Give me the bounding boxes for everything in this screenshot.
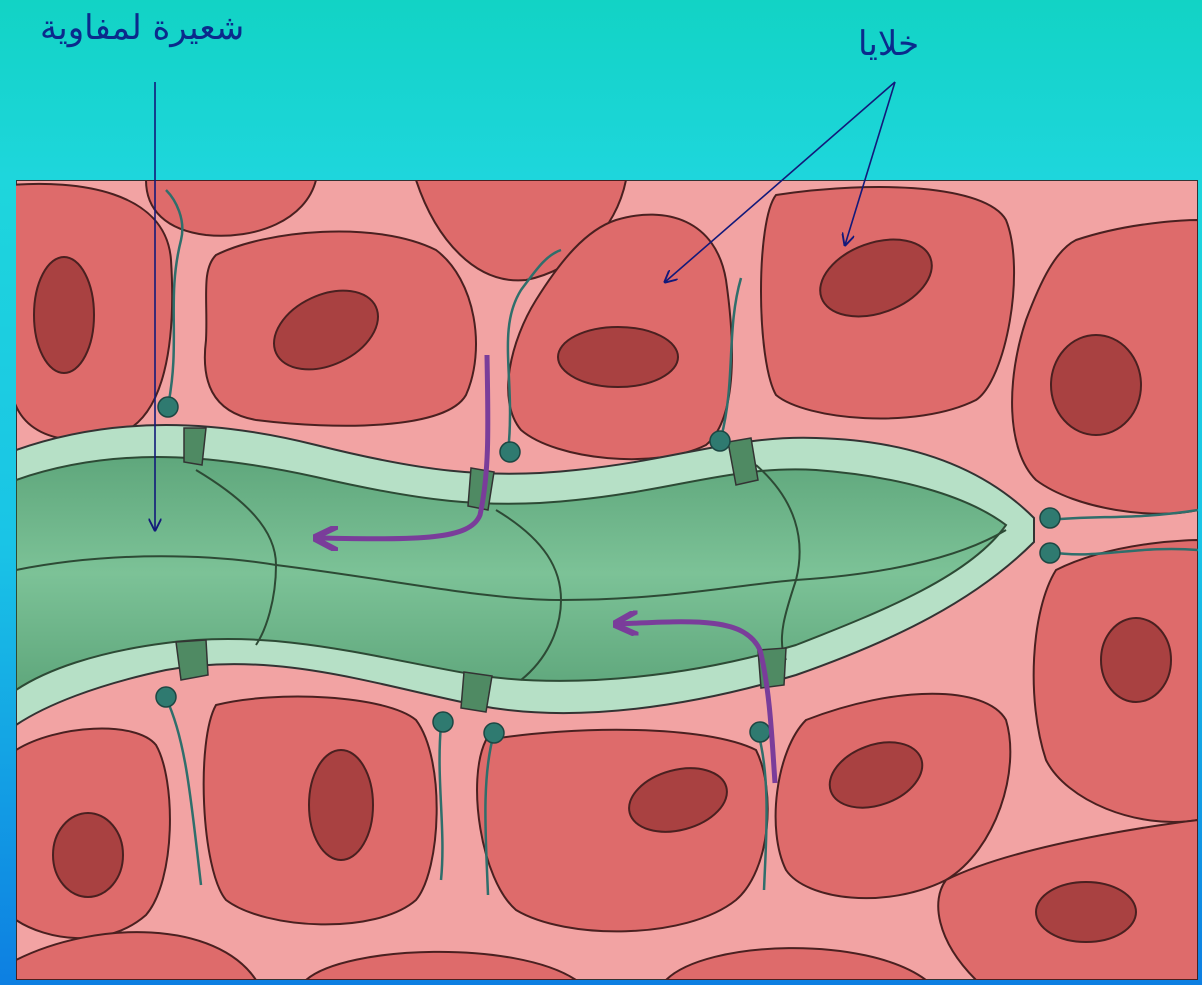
- flow-arrow-upper: [318, 355, 488, 539]
- flow-arrow-lower: [618, 622, 775, 783]
- cells-pointer-arrow-1: [665, 82, 895, 282]
- cells-pointer-arrow-2: [845, 82, 895, 245]
